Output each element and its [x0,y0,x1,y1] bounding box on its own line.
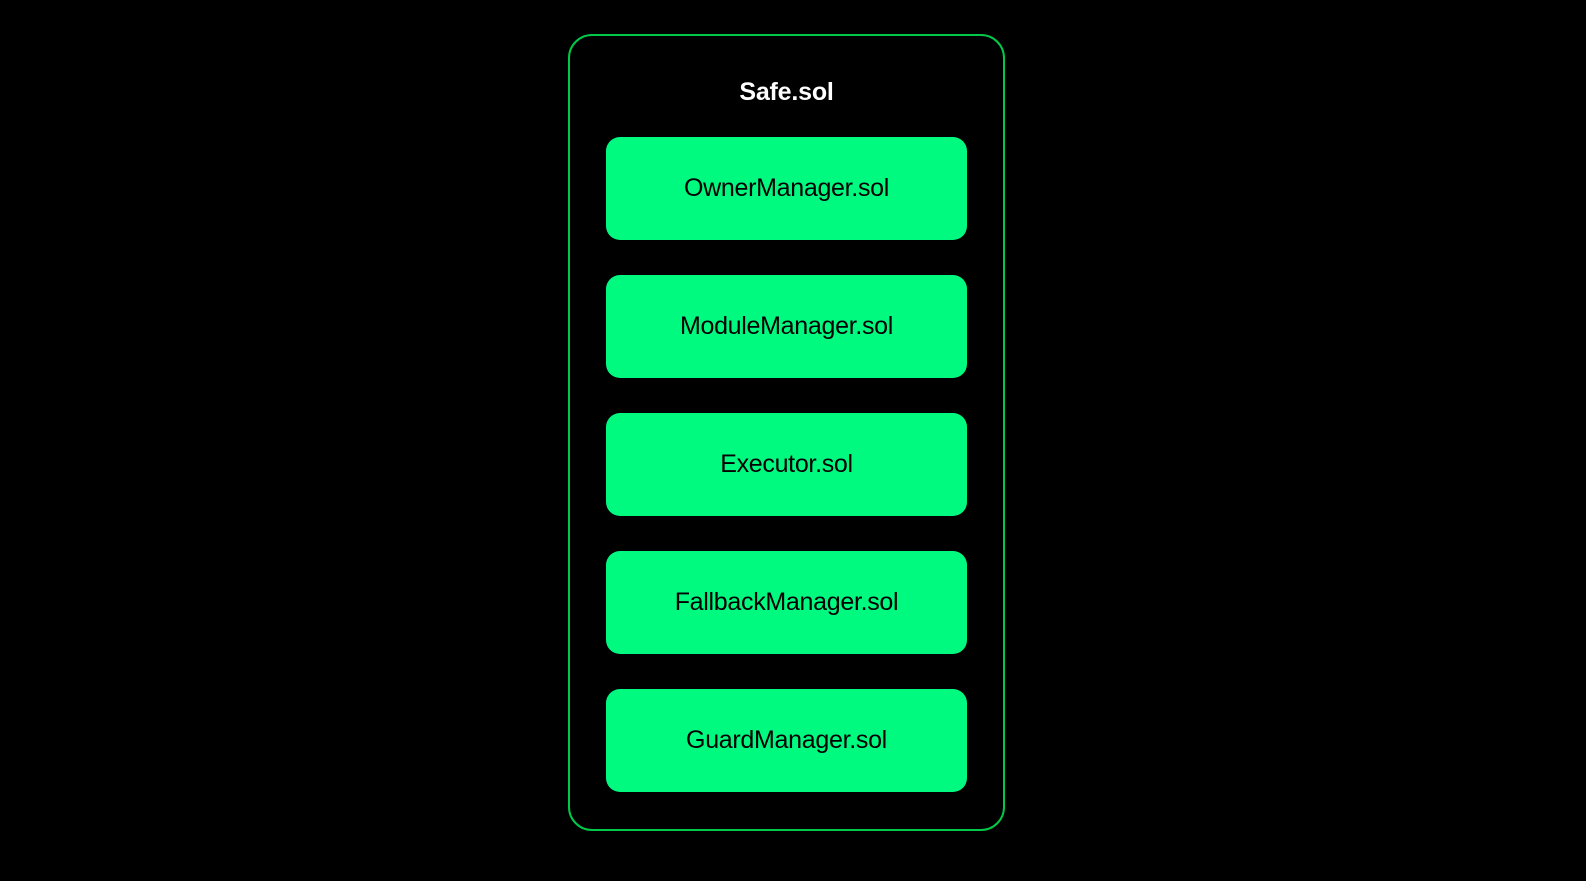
module-box-fallback-manager[interactable]: FallbackManager.sol [606,551,967,654]
module-box-executor[interactable]: Executor.sol [606,413,967,516]
safe-sol-container: Safe.sol OwnerManager.sol ModuleManager.… [568,34,1005,831]
module-list: OwnerManager.sol ModuleManager.sol Execu… [606,137,967,792]
module-box-owner-manager[interactable]: OwnerManager.sol [606,137,967,240]
module-box-module-manager[interactable]: ModuleManager.sol [606,275,967,378]
module-label: Executor.sol [720,450,853,478]
module-label: OwnerManager.sol [683,174,890,202]
container-title: Safe.sol [739,78,834,106]
module-label: FallbackManager.sol [674,588,899,616]
module-label: GuardManager.sol [686,726,887,754]
module-label: ModuleManager.sol [679,312,894,340]
module-box-guard-manager[interactable]: GuardManager.sol [606,689,967,792]
